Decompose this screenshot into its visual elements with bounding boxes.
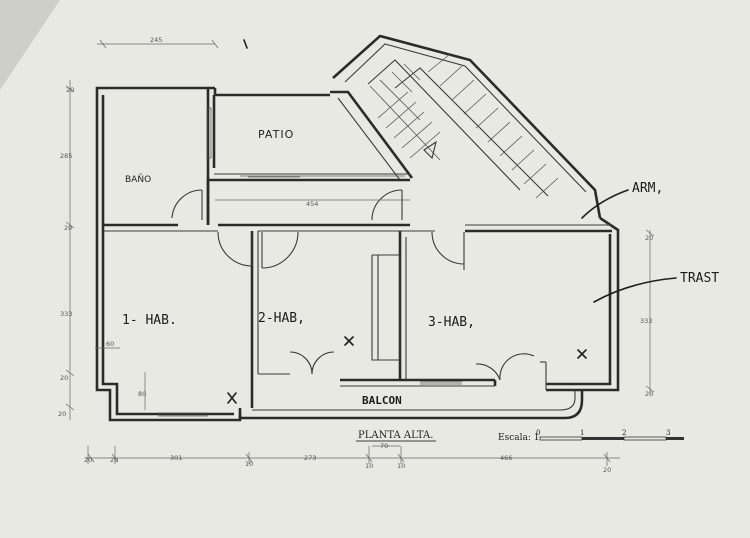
room-label-hab2: 2-HAB,	[258, 311, 305, 326]
paper-shadow	[0, 0, 60, 90]
scale-tick-2: 2	[622, 429, 626, 437]
x-mark-hab2	[344, 336, 354, 346]
dim-left-285: 285	[60, 152, 72, 160]
dim-bottom-10a: 10	[245, 460, 253, 468]
scale-tick-0: 0	[536, 429, 540, 437]
doors	[171, 189, 535, 381]
title-block: PLANTA ALTA. Escala: 1 0 1 2 3	[356, 429, 684, 443]
dimension-labels: 245 20 285 20 333 20 20 454 60 80 20 333…	[58, 36, 653, 474]
staircase	[367, 53, 559, 199]
dim-bottom-466: 466	[500, 454, 512, 462]
room-label-hab3: 3-HAB,	[428, 315, 475, 330]
dim-left-20-low: 20	[60, 374, 68, 382]
plan-title: PLANTA ALTA.	[358, 430, 433, 441]
dim-left-20-top: 20	[66, 86, 74, 94]
dim-right-333: 333	[640, 317, 652, 325]
dim-bottom-301: 301	[170, 454, 182, 462]
dimension-lines	[65, 39, 655, 466]
dim-bottom-273: 273	[304, 454, 316, 462]
room-label-hab1: 1- HAB.	[122, 313, 177, 328]
outer-walls	[95, 34, 620, 422]
dim-bottom-70: 70	[380, 442, 388, 450]
room-label-bano: BAÑO	[125, 174, 151, 185]
dim-inner-80: 80	[138, 390, 146, 398]
dim-bottom-10c: 10	[397, 462, 405, 470]
dim-right-20: 20	[645, 234, 653, 242]
x-mark-hab1	[227, 392, 237, 404]
dim-left-20-mid: 20	[64, 224, 72, 232]
dim-bottom-20c: 20	[603, 466, 611, 474]
room-labels: BAÑO PATIO 1- HAB. 2-HAB, 3-HAB, BALCON	[122, 128, 475, 407]
annotations: ARM, TRAST	[227, 39, 719, 404]
dim-bottom-20a: 20	[84, 456, 92, 464]
dim-inner-454: 454	[306, 200, 318, 208]
dim-bottom-20b: 20	[110, 456, 118, 464]
dim-bottom-10b: 10	[365, 462, 373, 470]
room-label-patio: PATIO	[258, 128, 294, 141]
annotation-trast: TRAST	[680, 271, 719, 286]
scale-label: Escala: 1	[498, 433, 539, 443]
scale-bar: 0 1 2 3	[536, 429, 684, 441]
scale-tick-3: 3	[666, 429, 670, 437]
dim-inner-60: 60	[106, 340, 114, 348]
dim-right-20-low: 20	[645, 390, 653, 398]
scale-tick-1: 1	[580, 429, 584, 437]
dim-left-333: 333	[60, 310, 72, 318]
dim-top: 245	[150, 36, 162, 44]
windows	[158, 107, 462, 417]
dim-left-20-bottom: 20	[58, 410, 66, 418]
x-mark-hab3	[577, 349, 587, 359]
room-label-balcon: BALCON	[362, 394, 402, 407]
annotation-arm: ARM,	[632, 181, 663, 196]
